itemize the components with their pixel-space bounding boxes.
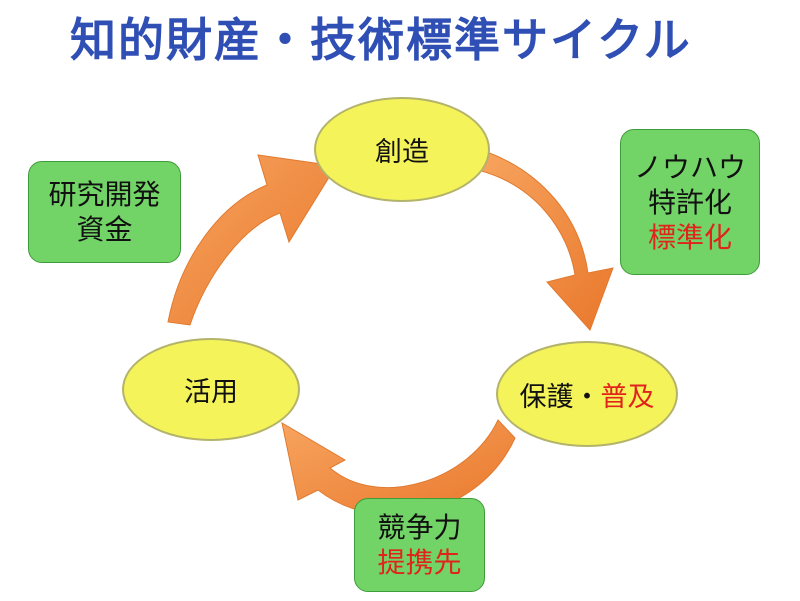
node-protect-label: 保護・ xyxy=(519,381,601,413)
arrow-utilize-to-create xyxy=(167,154,337,326)
arrow-protect-to-utilize xyxy=(281,419,516,516)
box-funding: 研究開発 資金 xyxy=(28,161,181,263)
box-competitiveness-line-1: 競争力 xyxy=(377,511,462,544)
arrow-create-to-protect xyxy=(477,151,614,331)
page-title: 知的財産・技術標準サイクル xyxy=(70,13,692,67)
node-protect-spread: 保護・普及 xyxy=(496,341,678,447)
node-create-label: 創造 xyxy=(375,137,429,168)
box-funding-line-2: 資金 xyxy=(76,213,133,246)
box-competitiveness: 競争力 提携先 xyxy=(354,498,485,592)
box-knowhow-line-3: 標準化 xyxy=(647,220,732,254)
node-spread-label: 普及 xyxy=(600,381,655,413)
box-knowhow: ノウハウ 特許化 標準化 xyxy=(620,129,760,275)
box-competitiveness-line-2: 提携先 xyxy=(377,546,462,579)
box-knowhow-line-2: 特許化 xyxy=(647,185,732,219)
node-create: 創造 xyxy=(314,97,490,202)
node-utilize: 活用 xyxy=(122,338,300,441)
node-utilize-label: 活用 xyxy=(184,377,238,408)
box-knowhow-line-1: ノウハウ xyxy=(633,150,746,184)
box-funding-line-1: 研究開発 xyxy=(48,178,161,211)
